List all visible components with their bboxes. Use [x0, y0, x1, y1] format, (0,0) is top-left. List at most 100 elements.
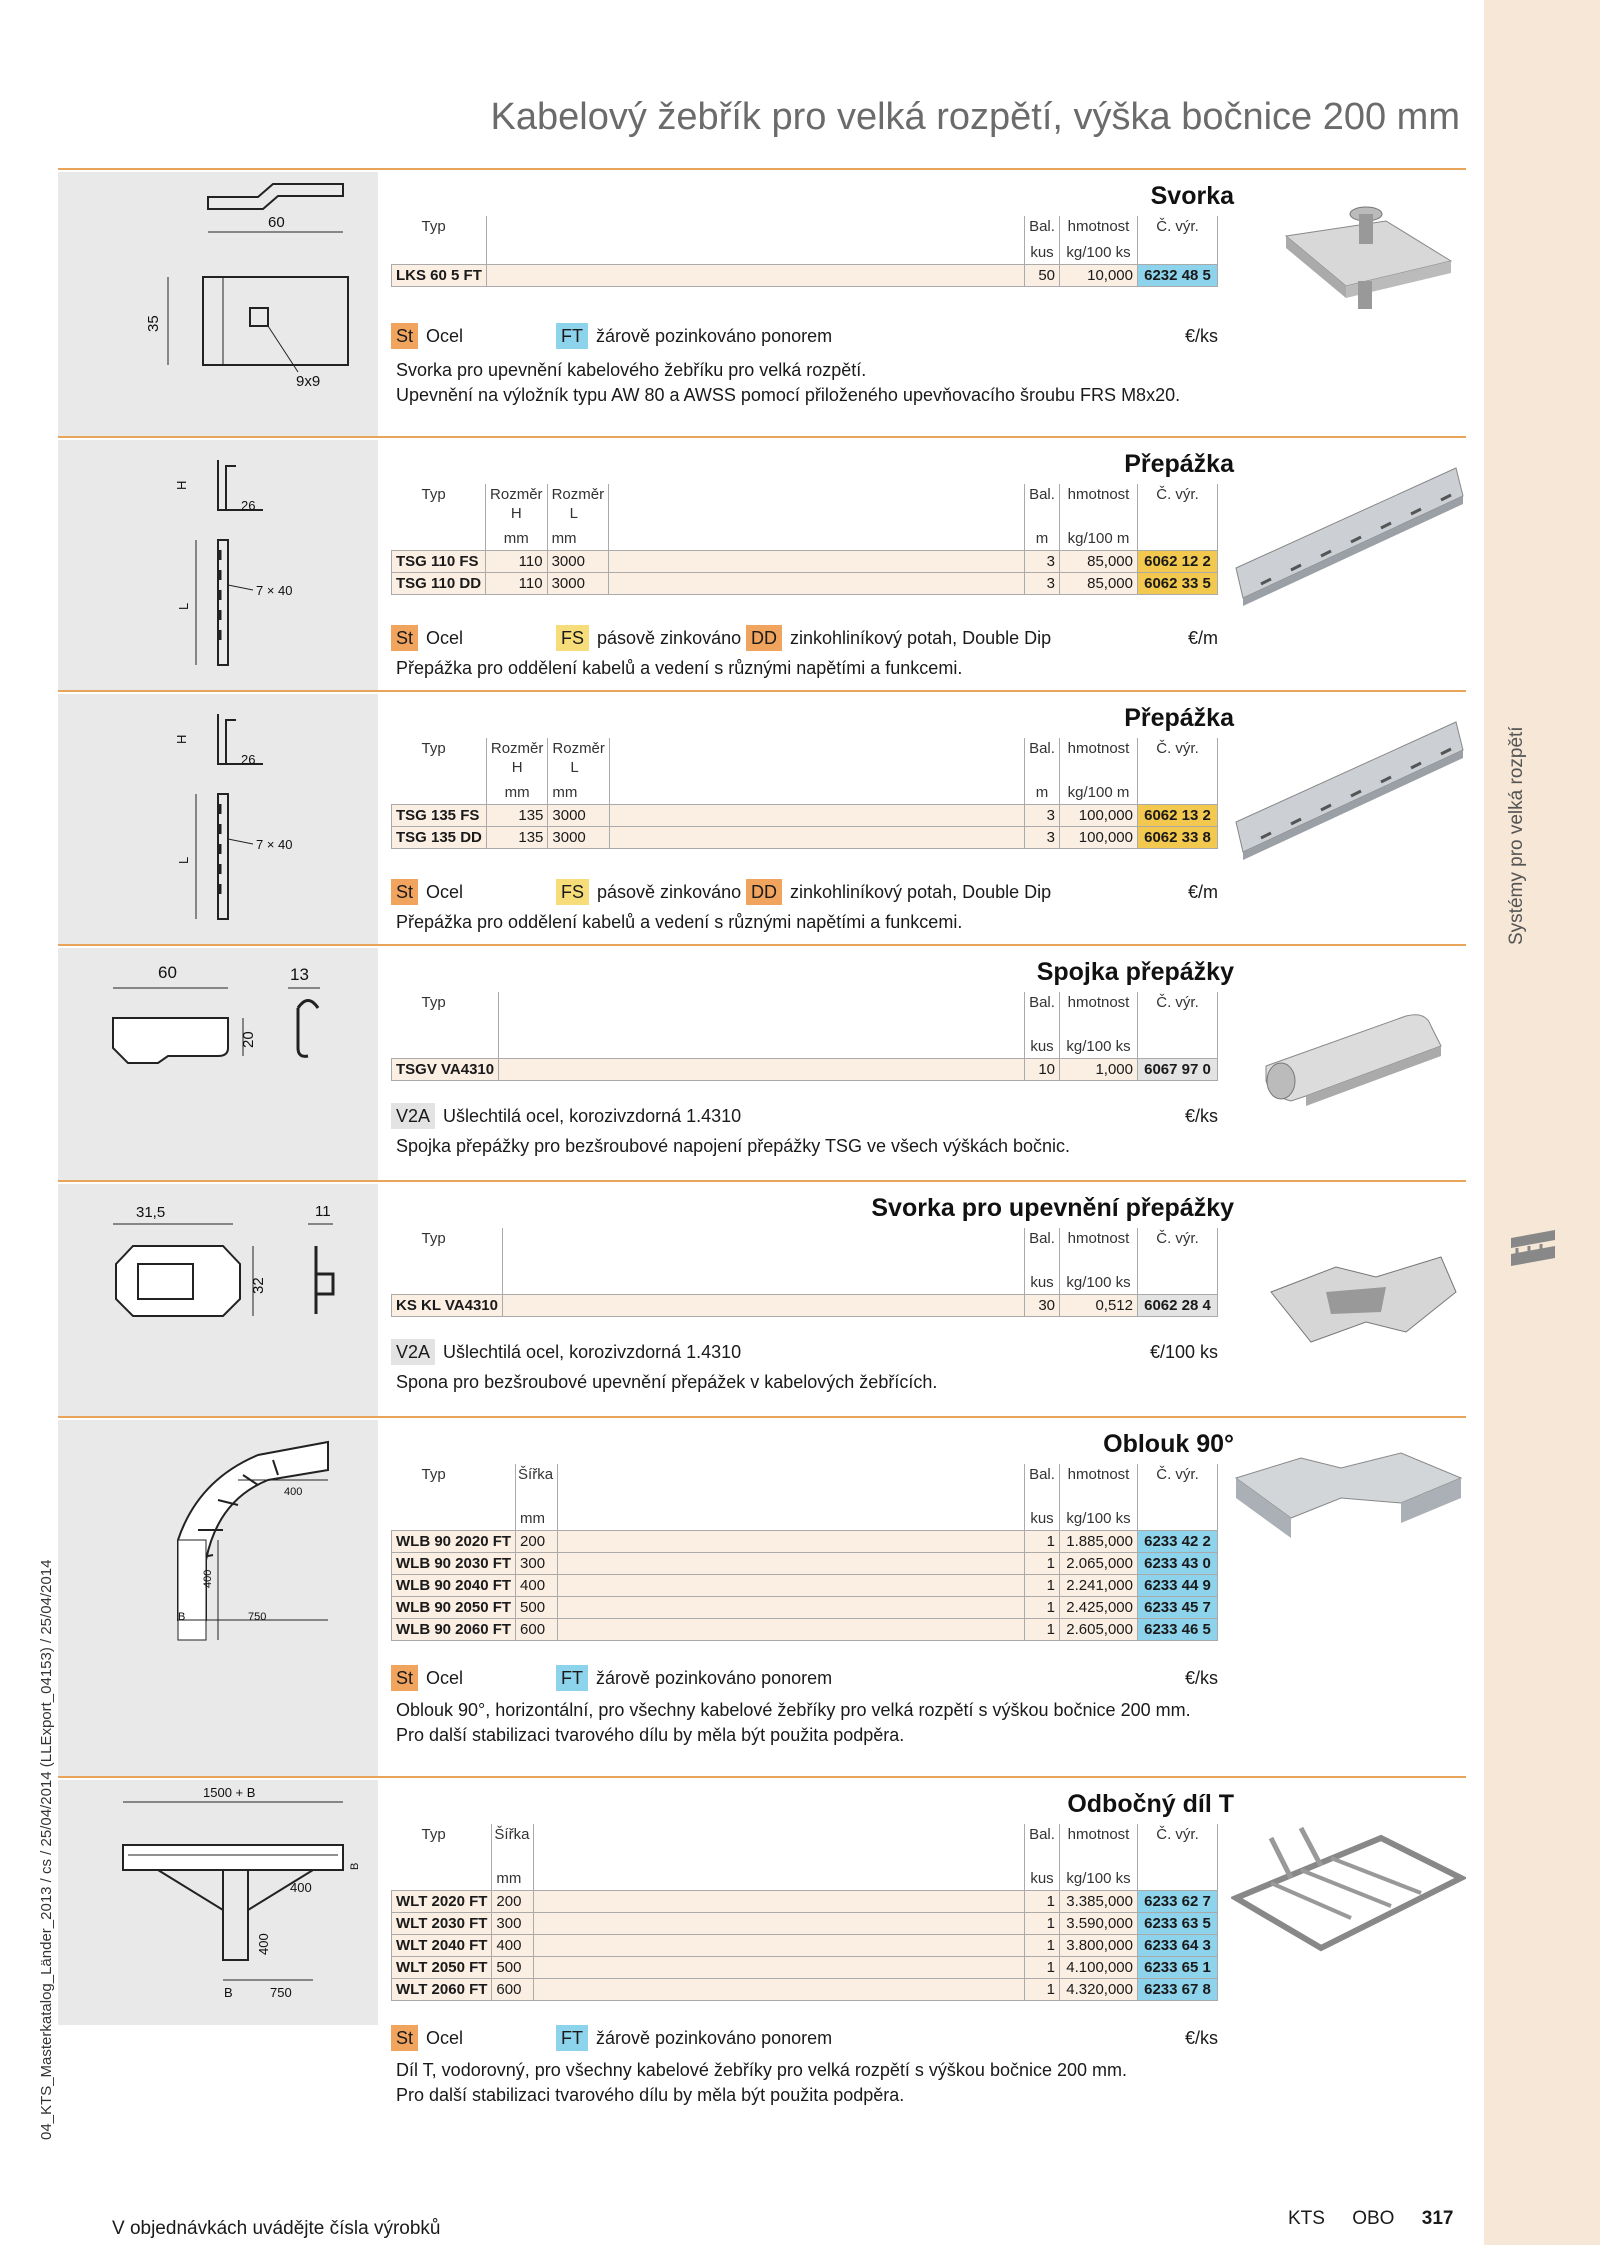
price-unit: €/ks [1184, 1668, 1218, 1688]
price-unit: €/ks [1184, 2028, 1218, 2048]
product-photo [1265, 1014, 1442, 1106]
svg-text:13: 13 [290, 965, 309, 984]
article-number: 6067 97 0 [1137, 1057, 1218, 1081]
technical-drawing: 400 400 B 750 [58, 1420, 378, 1778]
product-photo [1231, 1826, 1466, 1952]
section-title: Svorka [1150, 182, 1234, 210]
technical-drawing: H 26 L 7 × 40 [58, 694, 378, 946]
section-title: Oblouk 90° [1103, 1430, 1234, 1458]
cable-ladder-icon [1511, 1230, 1555, 1266]
price-unit: €/ks [1184, 326, 1218, 346]
description: Svorka pro upevnění kabelového žebříku p… [396, 360, 1181, 405]
price-unit: €/ks [1184, 1106, 1218, 1126]
table-row: TSG 135 DD 135 3000 3 100,000 6062 33 8 [391, 825, 1218, 849]
section-title: Svorka pro upevnění přepážky [871, 1194, 1234, 1222]
dim-label: 35 [145, 315, 162, 332]
svg-text:H: H [174, 735, 189, 744]
table-row: WLT 2030 FT 300 1 3.590,000 6233 63 5 [390, 1911, 1218, 1935]
product-photo [1284, 206, 1453, 309]
svg-text:400: 400 [202, 1570, 214, 1588]
product-photo [1270, 1256, 1457, 1343]
table-row: WLB 90 2020 FT 200 1 1.885,000 6233 42 2 [390, 1529, 1218, 1553]
svg-text:26: 26 [241, 498, 255, 513]
table-row: WLB 90 2040 FT 400 1 2.241,000 6233 44 9 [390, 1573, 1218, 1597]
description: Oblouk 90°, horizontální, pro všechny ka… [396, 1700, 1191, 1745]
table-row: TSG 110 DD 110 3000 3 85,000 6062 33 5 [390, 571, 1218, 595]
page-number: 317 [1421, 2208, 1454, 2229]
table-row: LKS 60 5 FT 50 10,000 6232 48 5 [391, 263, 1218, 287]
article-number: 6062 33 8 [1137, 825, 1218, 849]
brand-obo: OBO [1352, 2208, 1395, 2229]
table-row: TSG 135 FS 135 3000 3 100,000 6062 13 2 [391, 803, 1218, 827]
product-photo [1235, 721, 1464, 860]
article-number: 6062 12 2 [1137, 549, 1218, 573]
article-number: 6232 48 5 [1137, 263, 1218, 287]
table-row: WLB 90 2060 FT 600 1 2.605,000 6233 46 5 [390, 1617, 1218, 1641]
svg-text:400: 400 [256, 1933, 271, 1955]
side-label: Systémy pro velká rozpětí [1506, 726, 1527, 945]
article-number: 6233 45 7 [1137, 1595, 1218, 1619]
page-title: Kabelový žebřík pro velká rozpětí, výška… [490, 96, 1460, 138]
svg-text:1500 + B: 1500 + B [203, 1785, 255, 1800]
technical-drawing: 1500 + B B 400 400 B 750 [58, 1780, 378, 2025]
article-number: 6233 46 5 [1137, 1617, 1218, 1641]
svg-text:B: B [178, 1611, 185, 1623]
table-row: WLT 2050 FT 500 1 4.100,000 6233 65 1 [390, 1955, 1218, 1979]
table-row: WLT 2040 FT 400 1 3.800,000 6233 64 3 [390, 1933, 1218, 1957]
article-number: 6062 28 4 [1137, 1293, 1218, 1317]
section-svorka: 60 35 9x9 Svorka Typ Bal. hmotnost Č. vý… [58, 168, 1466, 438]
section-oblouk-90: 400 400 B 750 Oblouk 90° Typ Šířka Bal. … [58, 1416, 1466, 1778]
dim-label: 60 [268, 214, 285, 231]
table-row: WLT 2020 FT 200 1 3.385,000 6233 62 7 [390, 1889, 1218, 1913]
svg-text:20: 20 [240, 1031, 257, 1048]
product-table: Typ Bal. hmotnost Č. výr. kus kg/100 ks … [390, 992, 1218, 1081]
description: Přepážka pro oddělení kabelů a vedení s … [396, 912, 963, 932]
article-number: 6233 43 0 [1137, 1551, 1218, 1575]
article-number: 6233 62 7 [1137, 1889, 1218, 1913]
svg-text:32: 32 [250, 1277, 267, 1294]
svg-text:B: B [224, 1985, 233, 2000]
technical-drawing: H 26 L 7 × 40 [58, 440, 378, 692]
svg-text:400: 400 [284, 1486, 302, 1498]
dim-label: 9x9 [296, 373, 320, 390]
svg-text:400: 400 [290, 1880, 312, 1895]
section-odbocny-dil-t: 1500 + B B 400 400 B 750 Odbočný díl T T… [58, 1776, 1466, 2136]
table-row: WLB 90 2050 FT 500 1 2.425,000 6233 45 7 [390, 1595, 1218, 1619]
section-title: Přepážka [1124, 450, 1234, 478]
svg-text:60: 60 [158, 963, 177, 982]
product-table: Typ Šířka Bal. hmotnost Č. výr. mm kus k… [390, 1464, 1218, 1641]
product-table: Typ Bal. hmotnost Č. výr. kus kg/100 ks … [391, 1228, 1218, 1317]
section-title: Odbočný díl T [1067, 1790, 1234, 1818]
section-svorka-upevneni: 31,5 32 11 Svorka pro upevnění přepážky … [58, 1180, 1466, 1418]
section-title: Přepážka [1124, 704, 1234, 732]
svg-text:L: L [176, 603, 191, 610]
section-spojka-prepazky: 60 20 13 Spojka přepážky Typ Bal. hmotno… [58, 944, 1466, 1182]
svg-text:750: 750 [248, 1611, 266, 1623]
svg-text:26: 26 [241, 752, 255, 767]
svg-text:7 × 40: 7 × 40 [256, 837, 293, 852]
brand-kts: KTS [1288, 2208, 1325, 2229]
article-number: 6062 13 2 [1137, 803, 1218, 827]
price-unit: €/100 ks [1149, 1342, 1218, 1362]
svg-text:31,5: 31,5 [136, 1204, 165, 1221]
description: Díl T, vodorovný, pro všechny kabelové ž… [396, 2060, 1128, 2105]
technical-drawing: 60 20 13 [58, 948, 378, 1182]
article-number: 6233 67 8 [1137, 1977, 1218, 2001]
article-number: 6233 65 1 [1137, 1955, 1218, 1979]
article-number: 6233 63 5 [1137, 1911, 1218, 1935]
description: Spona pro bezšroubové upevnění přepážek … [396, 1372, 938, 1392]
article-number: 6233 64 3 [1137, 1933, 1218, 1957]
order-note: V objednávkách uvádějte čísla výrobků [112, 2218, 441, 2239]
description: Přepážka pro oddělení kabelů a vedení s … [396, 658, 963, 678]
product-table: Typ Šířka Bal. hmotnost Č. výr. mm kus k… [390, 1824, 1218, 2001]
technical-drawing: 60 35 9x9 [58, 172, 378, 438]
svg-text:B: B [349, 1863, 361, 1870]
